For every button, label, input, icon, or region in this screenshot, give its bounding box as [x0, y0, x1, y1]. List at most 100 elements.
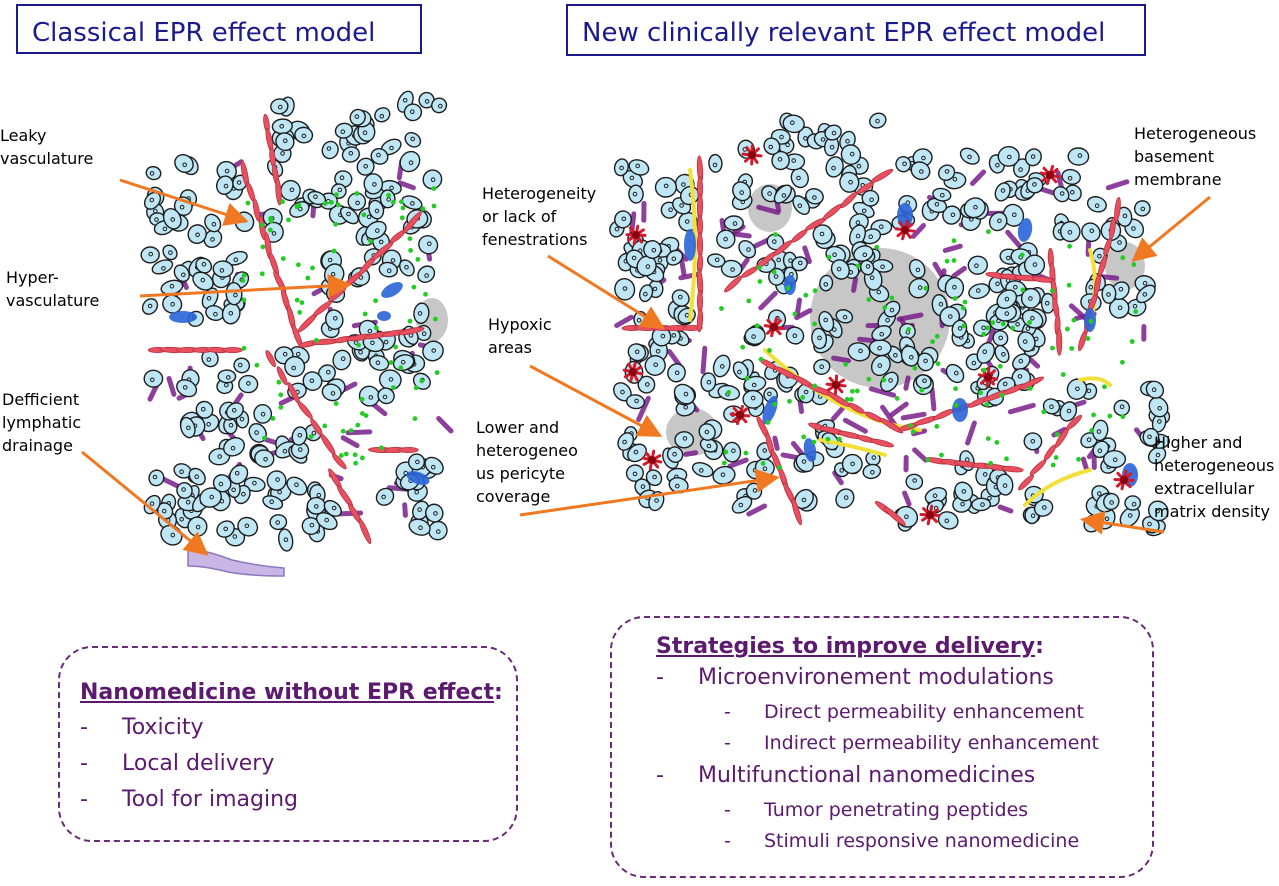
cell-nucleus — [1142, 292, 1148, 297]
strategies-box: Strategies to improve delivery: -Microen… — [610, 616, 1154, 878]
nanoparticle — [760, 461, 766, 466]
cell-nucleus — [919, 169, 924, 174]
endothelial-cell — [1056, 327, 1063, 356]
nanoparticle — [391, 385, 396, 390]
cell-nucleus — [862, 252, 868, 258]
tumor-cell — [237, 516, 259, 537]
nanoparticle — [894, 396, 900, 401]
cell-nucleus — [1059, 191, 1065, 196]
cell-nucleus — [1075, 386, 1080, 392]
cell-nucleus — [634, 398, 639, 404]
nanoparticle — [1102, 384, 1107, 390]
cell-nucleus — [1117, 240, 1122, 245]
cell-nucleus — [773, 274, 779, 279]
nanoparticle — [262, 435, 267, 441]
cell-nucleus — [1000, 188, 1006, 193]
cell-nucleus — [154, 217, 159, 222]
tumor-cell — [349, 108, 366, 126]
matrix-fiber — [912, 447, 929, 463]
box-left-heading-text: Nanomedicine without EPR effect — [80, 680, 494, 705]
nanoparticle — [800, 395, 806, 400]
nanoparticle — [1120, 359, 1125, 365]
cell-nucleus — [149, 171, 155, 176]
matrix-fiber — [758, 290, 778, 311]
nanoparticle — [241, 297, 247, 303]
arrow-ecm — [1080, 510, 1165, 535]
cell-nucleus — [819, 231, 825, 237]
cell-nucleus — [331, 505, 337, 511]
cell-nucleus — [850, 461, 855, 467]
nanoparticle — [1027, 320, 1032, 325]
nanoparticle — [296, 262, 301, 268]
cell-nucleus — [1131, 501, 1137, 507]
cell-nucleus — [1088, 284, 1094, 290]
cell-nucleus — [1030, 154, 1036, 159]
tumor-cell — [1023, 254, 1046, 276]
nanoparticle — [431, 186, 437, 192]
tumor-cell — [811, 327, 828, 350]
arrow-leaky — [119, 178, 249, 226]
nanoparticle — [848, 397, 854, 402]
cell-nucleus — [1006, 255, 1011, 261]
nanoparticle — [811, 439, 817, 445]
cell-nucleus — [410, 201, 415, 206]
tumor-cell — [301, 516, 321, 536]
basement-membrane — [763, 348, 922, 432]
pericyte — [169, 311, 197, 323]
nanoparticle — [305, 275, 311, 281]
cell-nucleus — [1119, 404, 1125, 410]
nanoparticle — [866, 297, 872, 302]
cell-nucleus — [1089, 228, 1095, 234]
cell-nucleus — [888, 378, 893, 383]
cell-nucleus — [973, 204, 978, 210]
tumor-cell — [1042, 398, 1061, 415]
cell-nucleus — [283, 537, 289, 543]
tumor-cell — [1147, 446, 1167, 465]
cell-nucleus — [186, 425, 191, 431]
cell-nucleus — [829, 144, 835, 150]
matrix-fiber — [997, 504, 1014, 514]
tumor-cell — [862, 463, 882, 480]
nanoparticle — [961, 323, 967, 329]
cell-nucleus — [655, 349, 661, 354]
cell-nucleus — [294, 482, 299, 488]
cell-nucleus — [723, 236, 728, 242]
cell-nucleus — [772, 239, 777, 244]
cell-nucleus — [619, 165, 624, 171]
cell-nucleus — [823, 282, 829, 287]
cell-nucleus — [849, 151, 855, 157]
nanoparticle — [758, 356, 764, 362]
nanoparticle — [906, 327, 912, 332]
matrix-fiber — [436, 416, 454, 434]
cell-nucleus — [237, 362, 243, 368]
macrophage-core — [1120, 476, 1128, 484]
cell-nucleus — [231, 408, 237, 413]
nanoparticle — [787, 398, 792, 404]
cell-nucleus — [1070, 189, 1075, 195]
label-line: Hypoxic — [488, 315, 552, 334]
cell-nucleus — [706, 379, 712, 385]
cell-nucleus — [1017, 374, 1023, 379]
nanoparticle — [373, 298, 378, 304]
cell-nucleus — [280, 151, 285, 156]
nanoparticle — [400, 205, 406, 211]
dash-bullet: - — [724, 701, 731, 723]
cell-nucleus — [234, 470, 240, 476]
cell-nucleus — [195, 524, 201, 530]
cell-nucleus — [663, 183, 669, 189]
cell-nucleus — [679, 203, 684, 208]
nanoparticle — [241, 345, 247, 351]
tumor-cell — [671, 289, 690, 307]
cell-nucleus — [781, 193, 787, 198]
tumor-cell — [341, 146, 361, 163]
endothelial-cell — [1031, 276, 1054, 283]
matrix-fiber — [842, 417, 868, 434]
nanoparticle — [792, 311, 798, 317]
nanoparticle — [925, 457, 931, 463]
nanoparticle — [1010, 325, 1016, 331]
macrophage-core — [770, 323, 778, 331]
tumor-cell — [625, 394, 646, 410]
cell-nucleus — [149, 501, 155, 506]
cell-nucleus — [372, 182, 377, 187]
cell-nucleus — [327, 257, 333, 263]
